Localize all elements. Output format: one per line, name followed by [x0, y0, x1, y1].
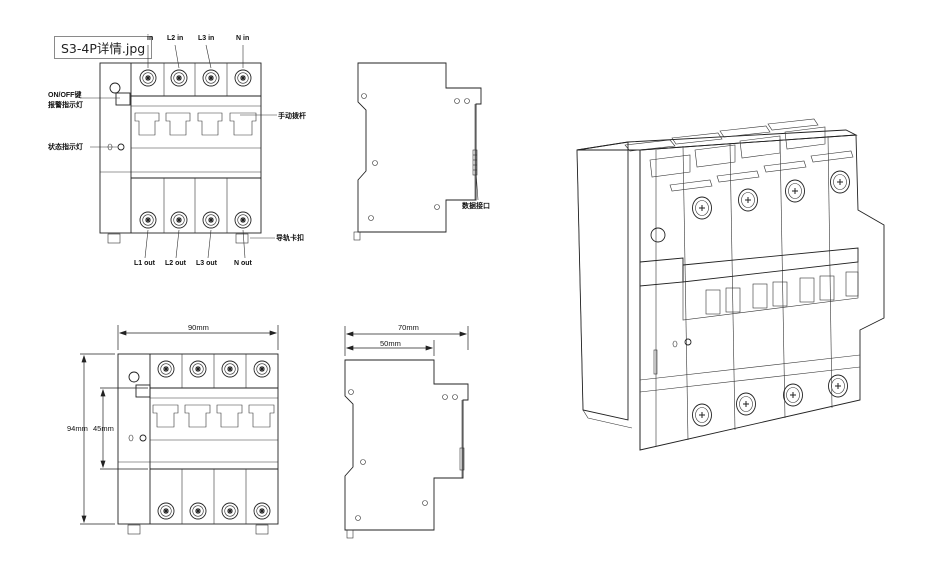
width-dimension-label: 90mm	[188, 323, 209, 332]
isometric-view	[576, 118, 885, 451]
terminal-n-in-label: N in	[236, 35, 250, 42]
handle-callout-label: 手动拨杆	[278, 113, 306, 120]
terminal-l3-in-label: L3 in	[198, 35, 215, 42]
depth-inner-dimension-label: 50mm	[380, 339, 401, 348]
status-led-callout-label: 状态指示灯	[48, 144, 83, 151]
depth-total-dimension-label: 70mm	[398, 323, 419, 332]
terminal-l1-in-label: in	[147, 35, 154, 42]
height-inner-dimension-label: 45mm	[93, 424, 114, 433]
side-view-annotated	[353, 62, 482, 241]
alarm-led-callout-label: 报警指示灯	[48, 102, 83, 109]
terminal-l2-out-label: L2 out	[165, 260, 186, 267]
data-port-callout-label: 数据接口	[462, 203, 490, 210]
file-name-label: S3-4P详情.jpg	[54, 36, 153, 59]
front-view-dimensioned	[80, 325, 279, 535]
side-view-dimensioned	[344, 326, 469, 539]
terminal-n-out-label: N out	[234, 260, 252, 267]
height-outer-dimension-label: 94mm	[67, 424, 88, 433]
terminal-l3-out-label: L3 out	[196, 260, 217, 267]
terminal-l2-in-label: L2 in	[167, 35, 184, 42]
rail-clip-callout-label: 导轨卡扣	[276, 235, 304, 242]
onoff-callout-label: ON/OFF键	[48, 92, 82, 99]
terminal-l1-out-label: L1 out	[134, 260, 155, 267]
front-view-annotated	[80, 44, 277, 259]
